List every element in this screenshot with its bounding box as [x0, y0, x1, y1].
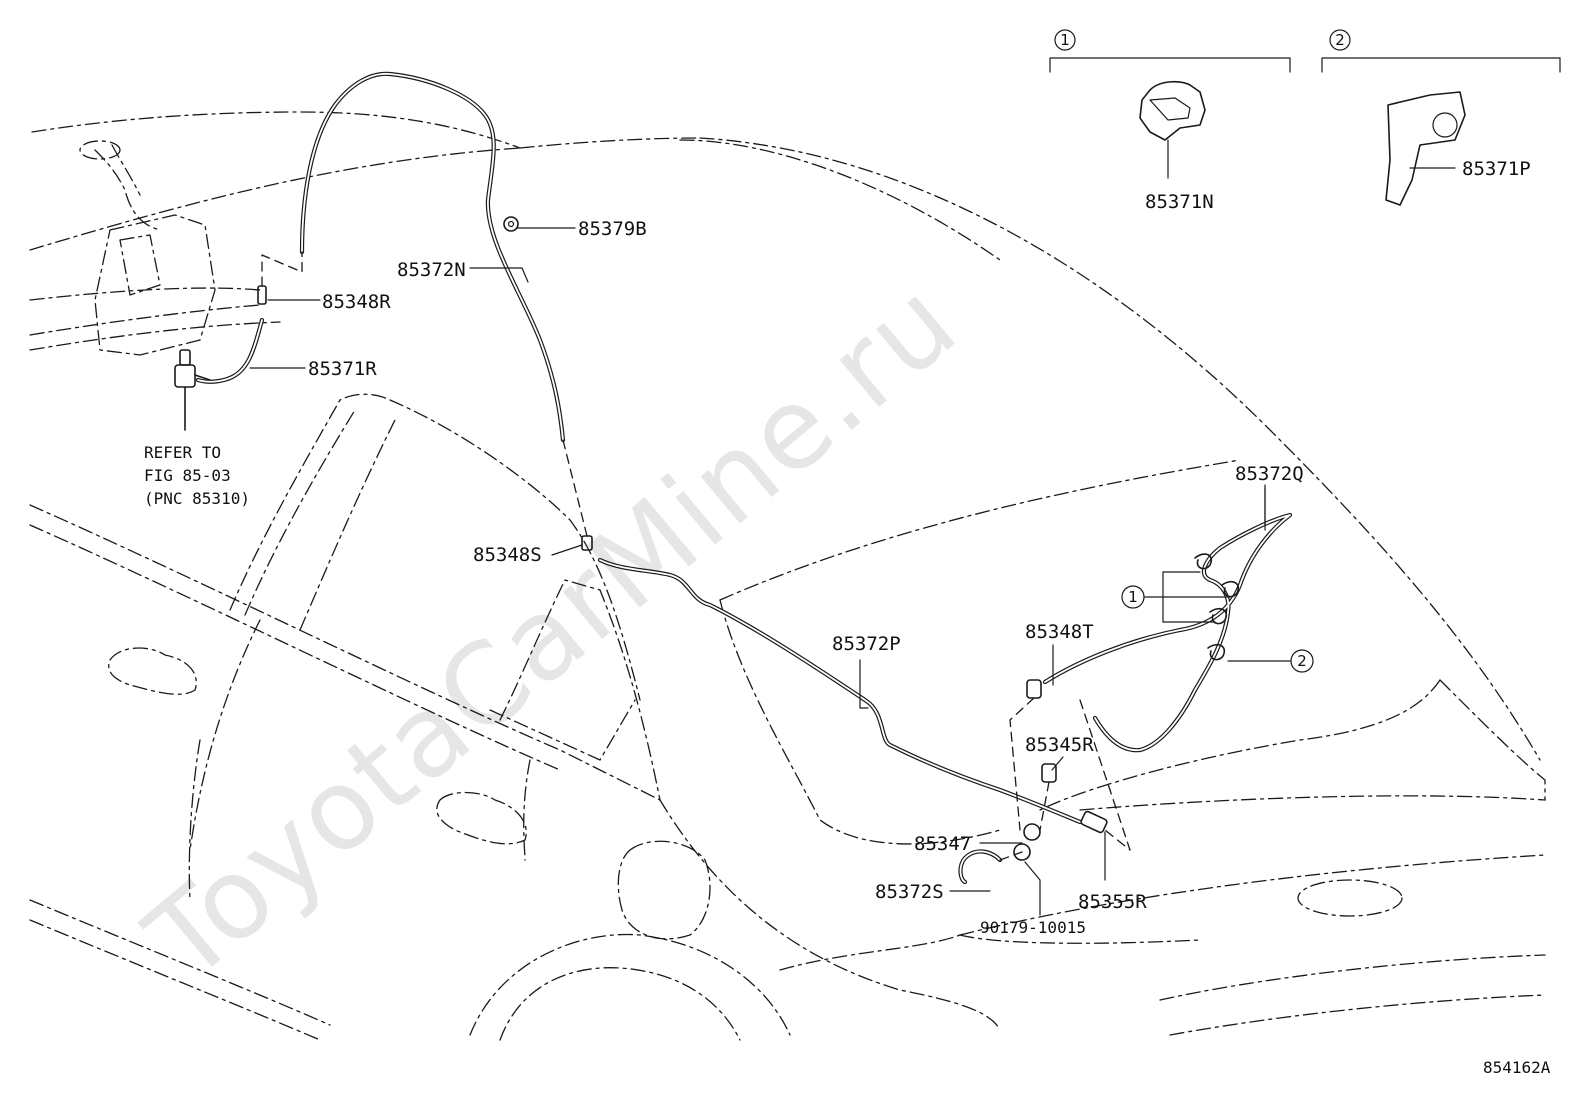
washer-reservoir — [29, 140, 281, 356]
label-85379B: 85379B — [578, 218, 647, 240]
washer-pump — [174, 349, 211, 431]
part-labels: 85371N 85371P 85379B 85372N 85348R 85371… — [308, 158, 1531, 937]
note-line-3: (PNC 85310) — [144, 489, 250, 508]
label-85372S: 85372S — [875, 881, 944, 903]
label-85372Q: 85372Q — [1235, 463, 1304, 485]
note-line-2: FIG 85-03 — [144, 466, 231, 485]
callout-2-number: 2 — [1297, 652, 1307, 670]
label-85372P: 85372P — [832, 633, 901, 655]
hose-85372P — [597, 557, 1083, 825]
label-85371P: 85371P — [1462, 158, 1531, 180]
label-85371R: 85371R — [308, 358, 377, 380]
note-line-1: REFER TO — [144, 443, 221, 462]
inset-2-number: 2 — [1335, 31, 1345, 49]
figure-code: 854162A — [1483, 1058, 1551, 1077]
inset-2: 2 — [1321, 29, 1561, 206]
label-85372N: 85372N — [397, 259, 466, 281]
label-85355R: 85355R — [1078, 891, 1147, 913]
hose-85372Q — [1042, 512, 1293, 753]
hose-85372N — [299, 71, 566, 443]
watermark: ToyotaCarMine.ru — [123, 257, 981, 1007]
label-90179-10015: 90179-10015 — [980, 918, 1086, 937]
inset-1-number: 1 — [1060, 31, 1070, 49]
car-body-outline — [29, 111, 1546, 1041]
inset-1: 1 — [1049, 29, 1291, 179]
hose-85371R — [195, 317, 265, 384]
label-85348S: 85348S — [473, 544, 542, 566]
label-85345R: 85345R — [1025, 734, 1094, 756]
callout-1-number: 1 — [1128, 588, 1138, 606]
guide-lines — [261, 251, 1131, 861]
label-85348T: 85348T — [1025, 621, 1094, 643]
label-85348R: 85348R — [322, 291, 391, 313]
hose-85372S — [958, 849, 1003, 885]
label-85347: 85347 — [914, 833, 971, 855]
leader-lines — [249, 227, 1314, 916]
reference-note: REFER TO FIG 85-03 (PNC 85310) — [144, 443, 250, 508]
label-85371N: 85371N — [1145, 191, 1214, 213]
